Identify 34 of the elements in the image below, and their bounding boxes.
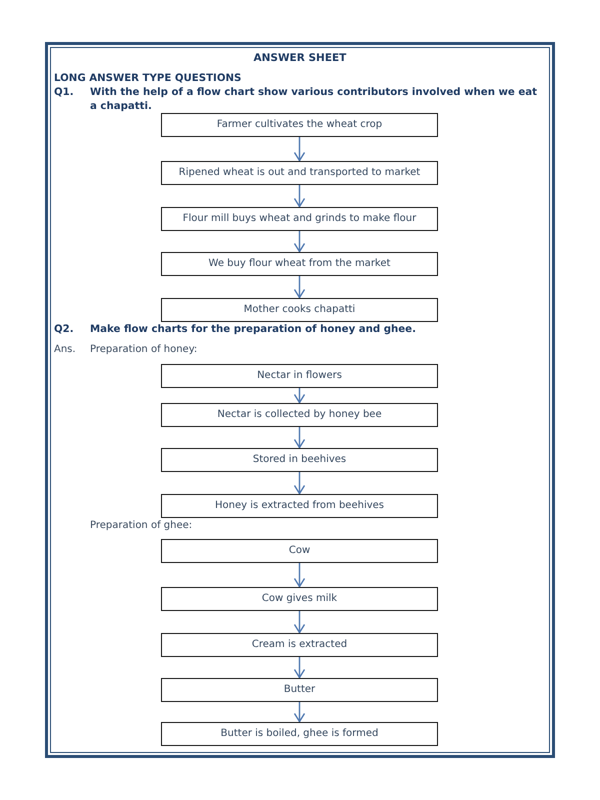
arrow [294,185,306,208]
process-box: Nectar is collected by honey bee [161,403,438,427]
process-box: Stored in beehives [161,448,438,472]
process-box: Ripened wheat is out and transported to market [161,161,438,185]
process-box: Cow [161,539,438,563]
arrow [294,137,306,162]
question-text: With the help of a flow chart show various contributors involved when we eat a chapatti. [90,86,538,113]
arrow [294,427,306,448]
process-box: Honey is extracted from beehives [161,494,438,518]
subheading: Preparation of ghee: [90,519,192,532]
process-box: Butter [161,678,438,702]
arrow [294,611,306,634]
process-box: Mother cooks chapatti [161,298,438,322]
answer-marker: Ans. [54,343,76,356]
process-box: We buy flour wheat from the market [161,252,438,276]
sheet-title: ANSWER SHEET [254,51,346,65]
arrow [294,563,306,588]
arrow [294,231,306,252]
process-box: Cream is extracted [161,633,438,657]
process-box: Farmer cultivates the wheat crop [161,113,438,137]
process-box: Nectar in flowers [161,364,438,388]
subheading: Preparation of honey: [90,343,198,356]
arrow [294,388,306,404]
question-text: Make flow charts for the preparation of honey and ghee. [90,323,416,336]
arrow [294,702,306,722]
question-number: Q1. [54,86,74,100]
process-box: Butter is boiled, ghee is formed [161,722,438,746]
section-heading: LONG ANSWER TYPE QUESTIONS [54,72,242,86]
arrow [294,472,306,494]
arrow [294,276,306,298]
process-box: Cow gives milk [161,587,438,611]
question-number: Q2. [54,323,74,336]
process-box: Flour mill buys wheat and grinds to make flour [161,207,438,231]
arrow [294,657,306,678]
